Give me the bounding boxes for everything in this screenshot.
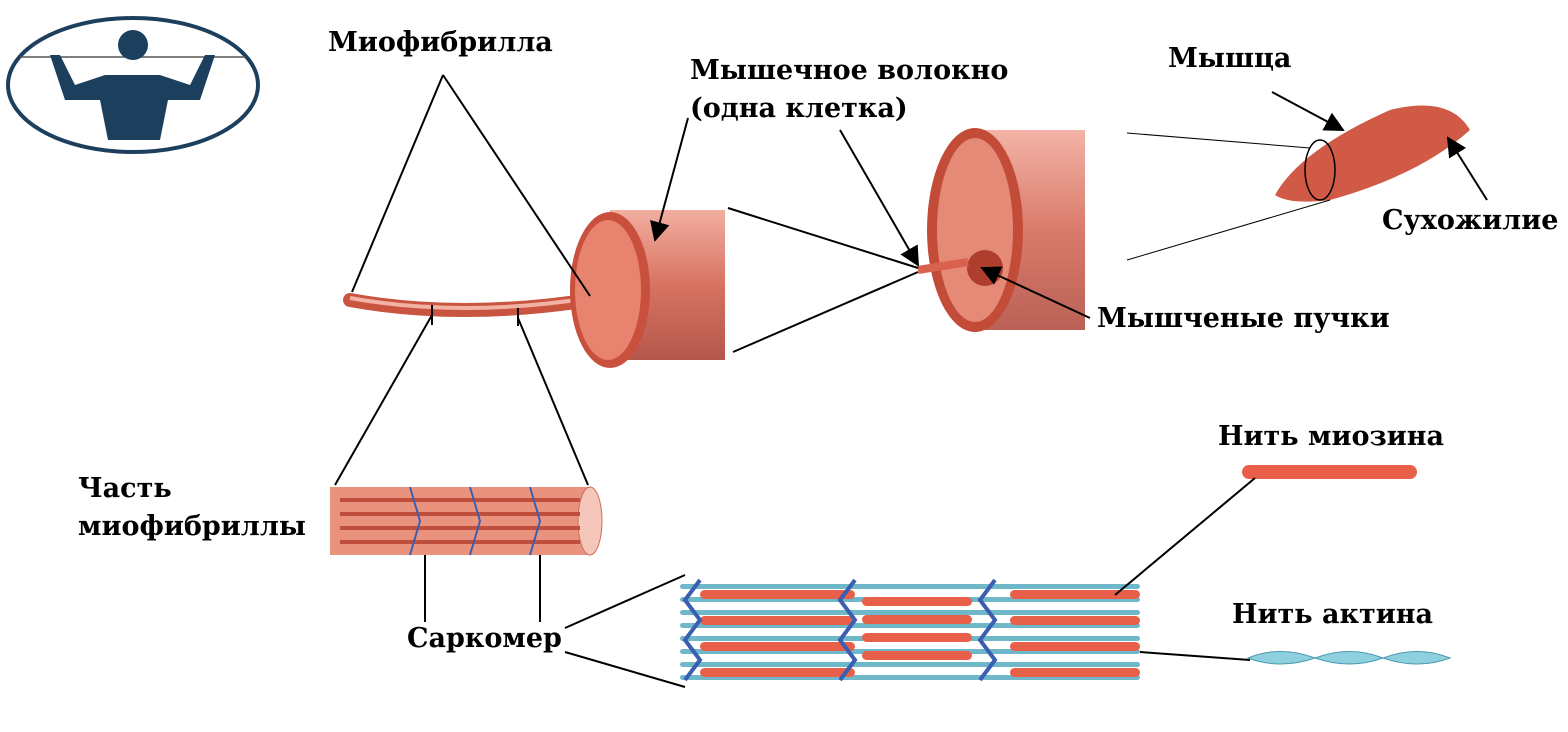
label-actin: Нить актина [1232,599,1433,630]
myosin-strand [862,615,972,624]
bodybuilder-logo [6,16,260,154]
myosin-strand [1010,616,1140,625]
label-myofibril-part-2: миофибриллы [78,511,306,542]
muscle-bundle-drawing [917,128,1085,332]
label-myosin: Нить миозина [1218,421,1444,452]
z-disc [837,578,858,682]
myosin-strand [700,590,855,599]
myosin-strand [700,668,855,677]
label-myofibril-part: Часть [78,473,172,504]
myosin-filament-drawing [1242,465,1417,479]
label-sarcomere: Саркомер [407,623,562,654]
myosin-strand [862,597,972,606]
z-disc [682,578,703,682]
actin-strand [680,610,1140,615]
myosin-strand [1010,668,1140,677]
pointer-lines [334,74,1488,688]
label-muscle-fiber-note: (одна клетка) [690,93,908,124]
muscle-drawing [1275,105,1470,202]
sarcomere-detail-drawing [680,578,1140,682]
label-myofibril: Миофибрилла [328,27,553,58]
label-muscle-bundles: Мышченые пучки [1097,303,1390,334]
myosin-strand [1010,642,1140,651]
myosin-strand [700,616,855,625]
z-disc [977,578,998,682]
label-muscle-fiber: Мышечное волокно [690,55,1009,86]
myosin-strand [700,642,855,651]
muscle-fiber-drawing [570,210,725,368]
actin-filament-drawing [1246,651,1452,665]
actin-strand [680,662,1140,667]
myosin-strand [1010,590,1140,599]
myosin-strand [862,651,972,660]
myofibril-drawing [343,293,597,326]
actin-strand [680,584,1140,589]
myofibril-part-drawing [330,486,603,556]
myosin-strand [862,633,972,642]
label-tendon: Сухожилие [1382,205,1559,236]
label-muscle: Мышца [1168,43,1292,74]
